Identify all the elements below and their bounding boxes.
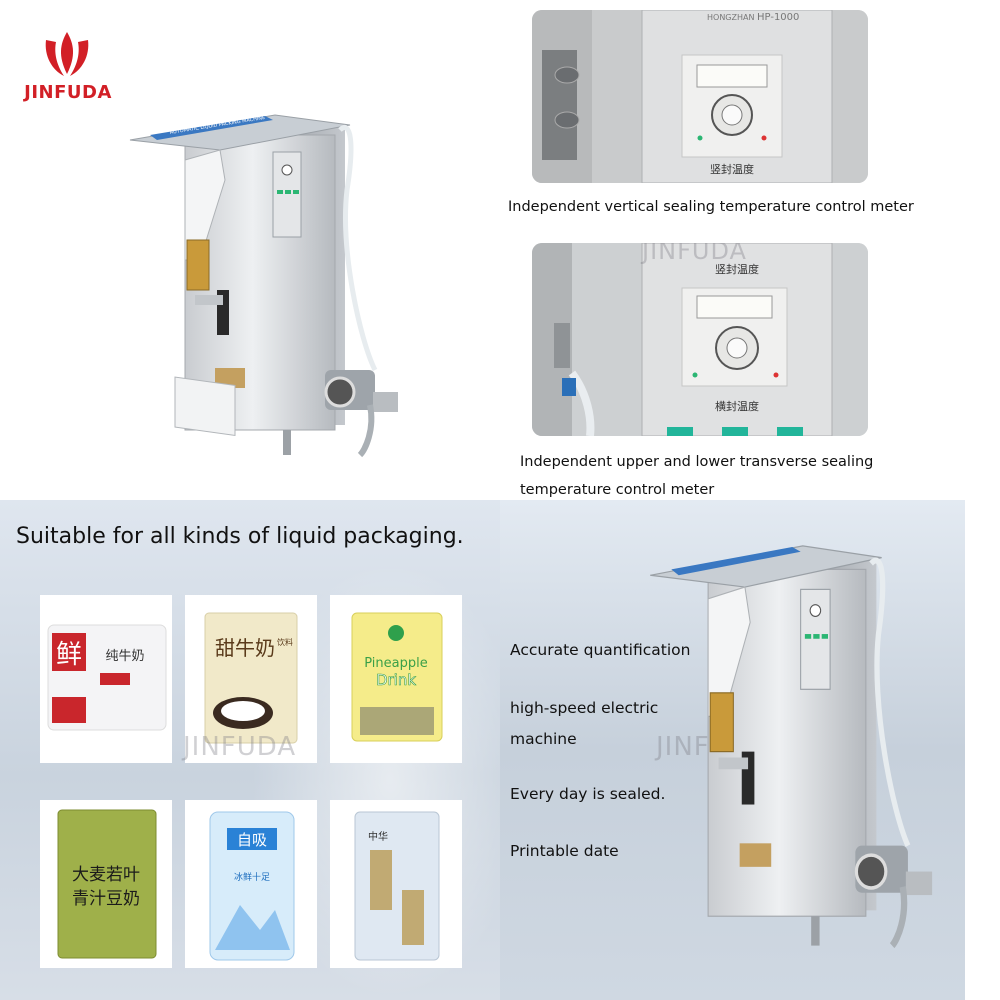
transverse-seal-caption: Independent upper and lower transverse s…: [520, 448, 990, 504]
packing-machine-image-2: [650, 545, 933, 949]
product-4-side: 青汁豆奶: [72, 889, 140, 909]
feature-printable-date: Printable date: [510, 842, 619, 860]
machine-model-label: HP-1000: [757, 12, 799, 23]
packaging-panel: Suitable for all kinds of liquid packagi…: [0, 500, 500, 1000]
product-card-ice: 自吸 冰鲜十足: [185, 800, 317, 968]
panel-watermark: JINFUDA: [183, 732, 297, 762]
feature-sealed-daily: Every day is sealed.: [510, 785, 666, 803]
feature-accurate-quantification: Accurate quantification: [510, 641, 691, 659]
product-card-sweet-milk: 甜牛奶 饮料: [185, 595, 317, 763]
product-6-main: 中华: [368, 830, 388, 843]
packing-machine-image: AUTOMATIC LIQUID PACKING MACHINE: [129, 114, 398, 458]
vertical-seal-dial-label: 竖封温度: [710, 162, 754, 176]
product-3-main: Pineapple: [364, 656, 427, 671]
product-2-side: 饮料: [277, 637, 293, 647]
product-card-pineapple: Pineapple Drink: [330, 595, 462, 763]
product-card-herbal: 中华: [330, 800, 462, 968]
product-4-main: 大麦若叶: [72, 865, 140, 885]
product-1-main: 鲜: [56, 640, 82, 670]
product-2-main: 甜牛奶: [215, 636, 275, 660]
feature-high-speed-line-2: machine: [510, 730, 577, 748]
transverse-seal-caption-line-2: temperature control meter: [520, 482, 715, 498]
vertical-seal-caption: Independent vertical sealing temperature…: [508, 199, 914, 215]
product-3-side: Drink: [376, 671, 416, 689]
feature-high-speed-line-1: high-speed electric: [510, 699, 659, 717]
product-1-side: 纯牛奶: [105, 649, 144, 664]
product-5-main: 自吸: [237, 831, 267, 849]
brand-mark-icon: [45, 32, 89, 76]
transverse-seal-meter-photo: 竖封温度 横封温度 JINFUDA: [532, 243, 868, 436]
product-5-side: 冰鲜十足: [234, 871, 270, 883]
machine-header-label: HONGZHAN: [707, 13, 754, 22]
transverse-seal-caption-line-1: Independent upper and lower transverse s…: [520, 454, 874, 470]
transverse-seal-meter-image: 竖封温度 横封温度: [532, 243, 868, 436]
packaging-headline: Suitable for all kinds of liquid packagi…: [16, 524, 464, 549]
product-card-barley: 大麦若叶 青汁豆奶: [40, 800, 172, 968]
vertical-seal-meter-photo: 竖封温度 HONGZHAN HP-1000: [532, 10, 868, 183]
brand-name: JINFUDA: [24, 82, 112, 103]
photo-watermark: JINFUDA: [642, 243, 747, 265]
vertical-seal-meter-image: 竖封温度 HONGZHAN HP-1000: [532, 10, 868, 183]
brand-logo: JINFUDA: [18, 30, 118, 110]
transverse-seal-dial-label: 横封温度: [715, 399, 759, 413]
product-card-fresh-milk: 鲜 纯牛奶: [40, 595, 172, 763]
vertical-seal-dial-label-2: 竖封温度: [715, 262, 759, 276]
